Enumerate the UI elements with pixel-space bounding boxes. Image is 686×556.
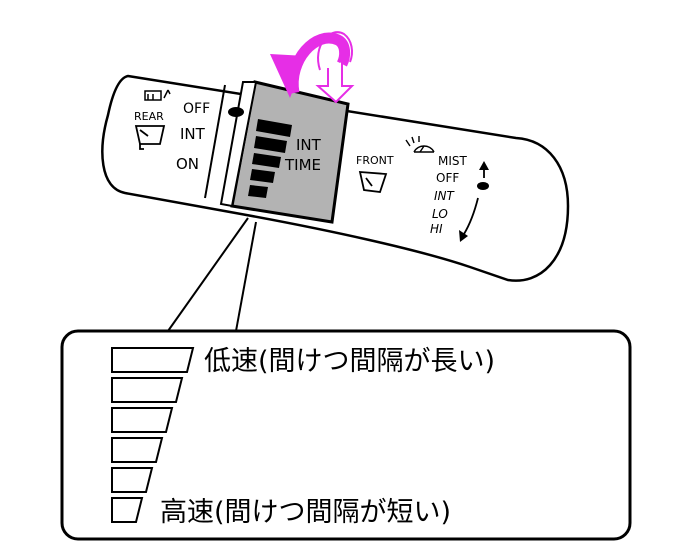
legend-slow-text: 低速(間けつ間隔が長い) [204,346,495,377]
rotate-up-arrow [315,31,355,104]
int-time-speed-steps [248,119,292,198]
rear-wiper-icon [134,125,166,150]
front-washer-icon [405,136,435,153]
rear-position-off: OFF [183,101,210,117]
legend-step-2 [111,377,184,403]
legend-fast-text: 高速(間けつ間隔が短い) [160,497,451,528]
callout-leader [167,217,257,332]
legend-step-5 [111,467,154,493]
rear-position-on: ON [176,155,199,173]
int-time-label: INT [296,136,322,154]
int-time-label-2: TIME [284,156,321,174]
legend-step-3 [111,407,174,433]
legend-step-6 [111,497,144,523]
legend-speed-steps [111,347,195,523]
legend-step-1 [111,347,195,373]
rear-cap-divider [204,84,226,199]
rotate-down-arrow [270,32,351,98]
front-position-mist: MIST [438,154,468,168]
int-time-ring-inner-edge [219,81,258,208]
front-label: FRONT [356,154,394,167]
front-position-dot [477,182,489,190]
legend-step-4 [111,437,164,463]
front-position-lo: LO [432,207,448,221]
front-position-off: OFF [436,171,459,185]
front-position-int: INT [434,189,456,203]
rear-position-int: INT [180,125,206,143]
legend-box [60,329,632,541]
rear-position-dot [228,107,244,117]
front-wiper-icon [358,171,388,193]
rear-label: REAR [134,110,164,123]
speed-down-arrow [459,197,479,242]
rear-washer-icon [144,89,171,101]
mist-up-arrow [479,161,489,178]
front-position-hi: HI [430,222,443,236]
